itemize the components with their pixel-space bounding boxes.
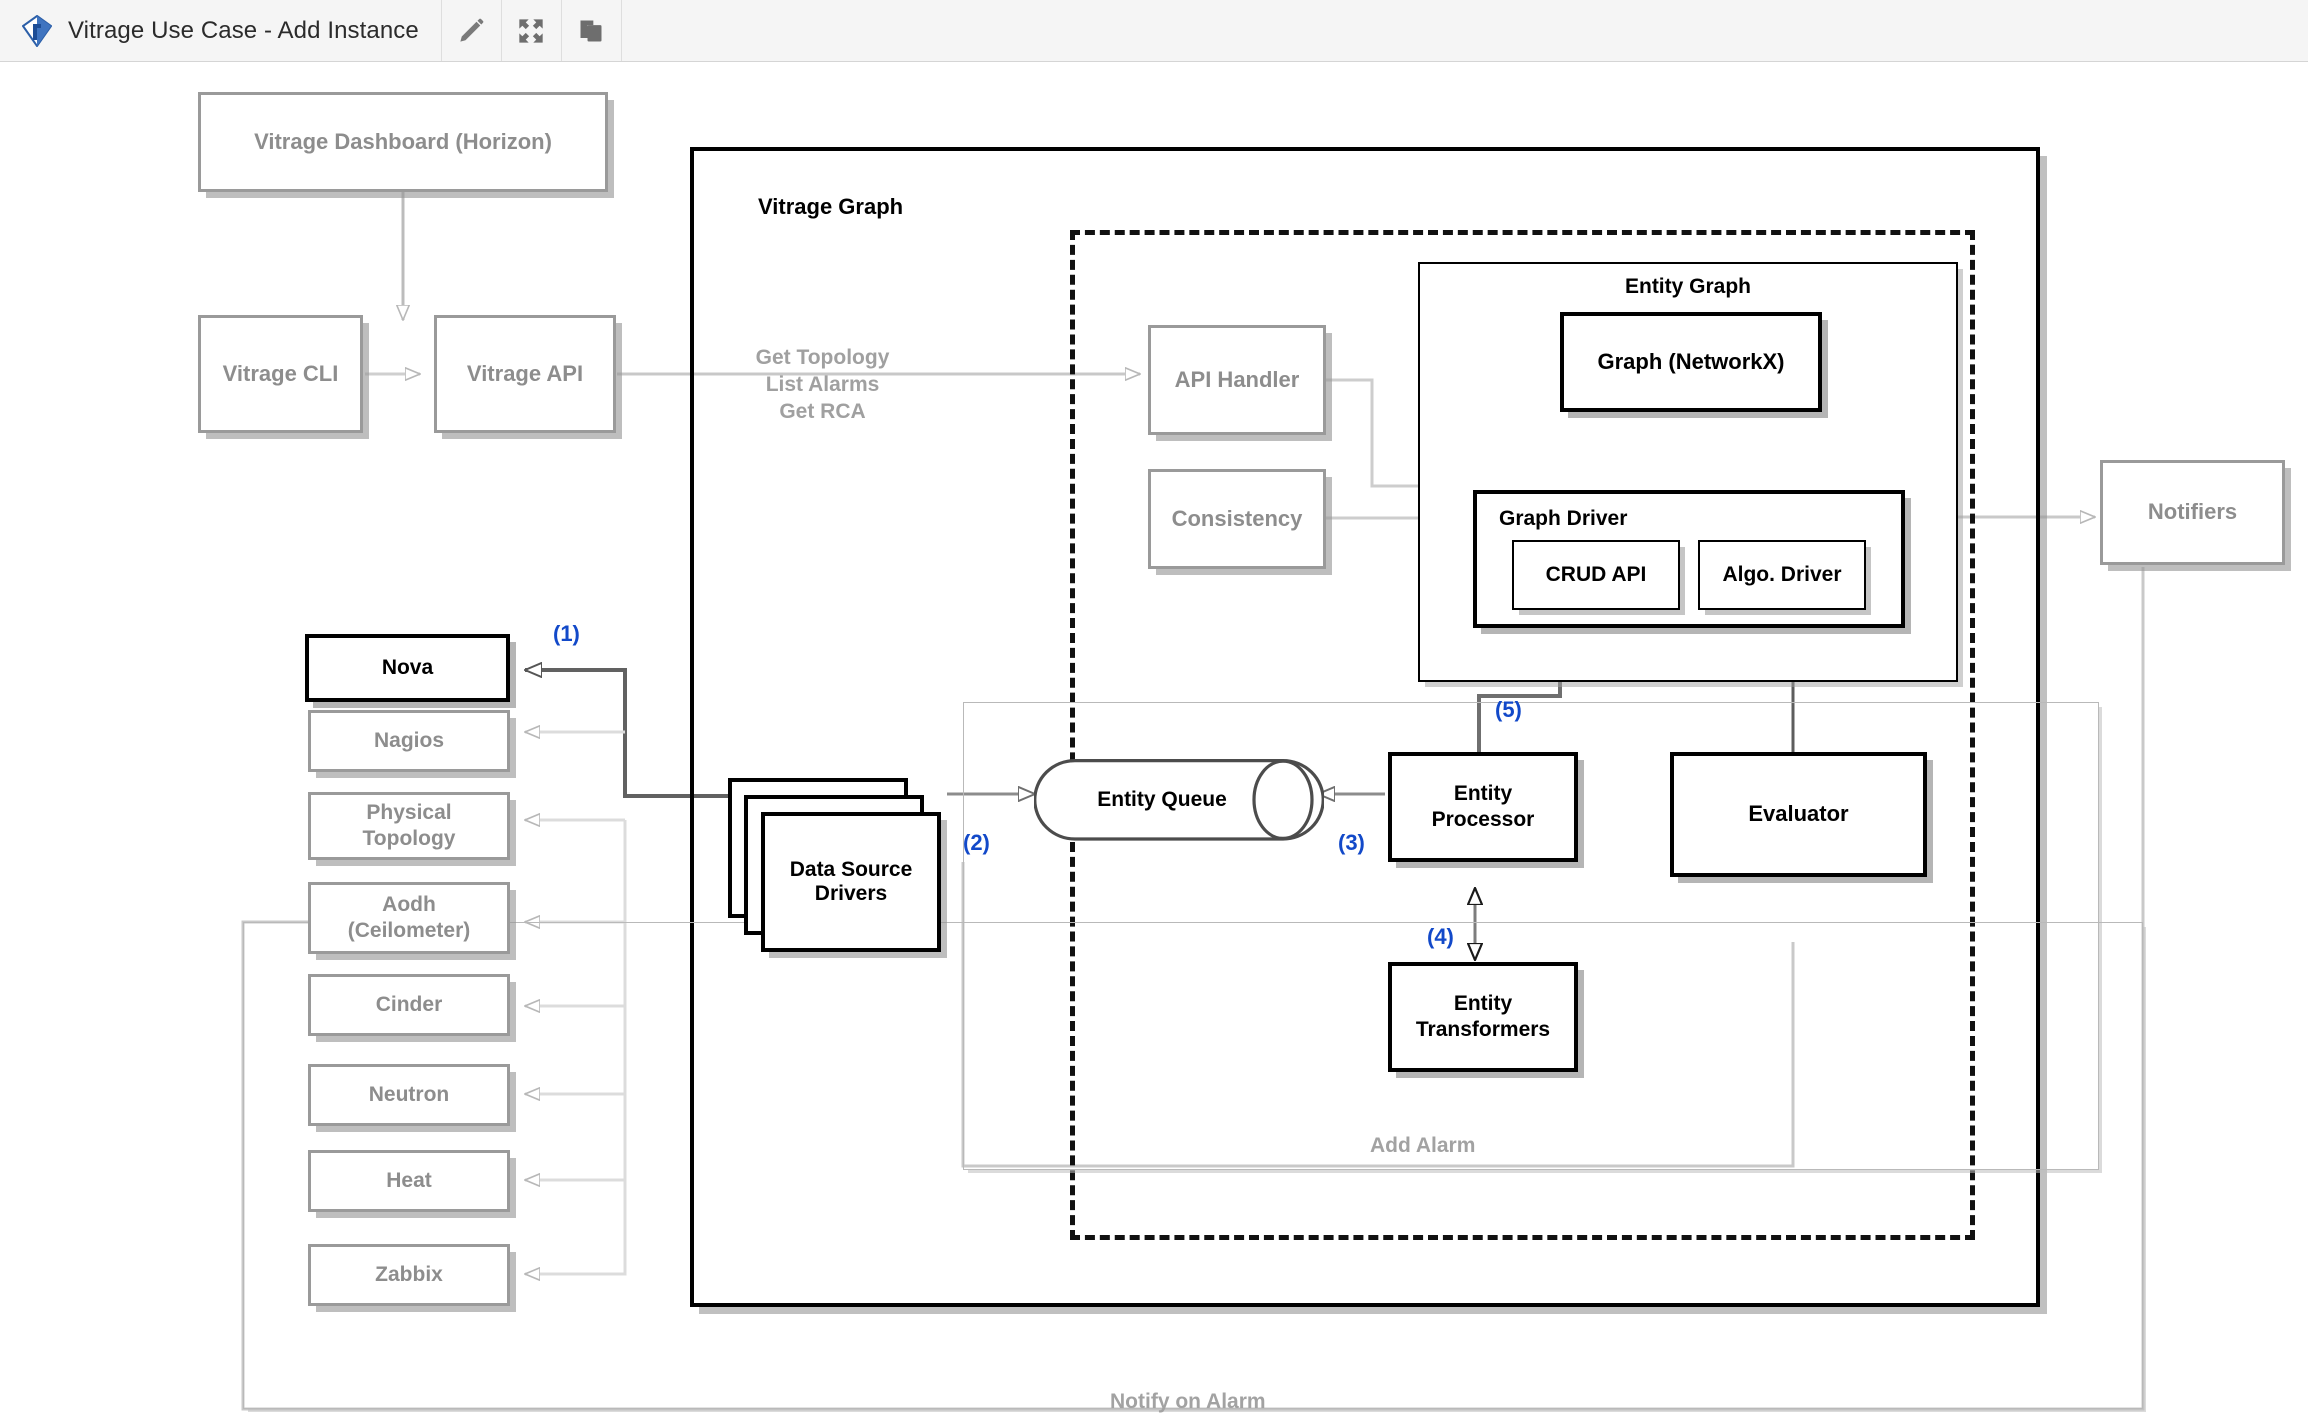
datasource-neutron[interactable]: Neutron — [308, 1064, 510, 1126]
node-label: Zabbix — [375, 1263, 443, 1287]
node-vitrage-api[interactable]: Vitrage API — [434, 315, 616, 433]
node-label: API Handler — [1174, 366, 1300, 392]
document-title-group: Vitrage Use Case - Add Instance — [0, 0, 442, 61]
api-request-label: Get Topology List Alarms Get RCA — [755, 346, 890, 423]
datasource-nova[interactable]: Nova — [305, 634, 510, 702]
node-consistency[interactable]: Consistency — [1148, 469, 1326, 569]
vitrage-graph-label: Vitrage Graph — [758, 194, 904, 219]
node-entity-queue[interactable]: Entity Queue — [1034, 759, 1324, 841]
datasource-aodh[interactable]: Aodh (Ceilometer) — [308, 882, 510, 954]
step-number-3: (3) — [1338, 830, 1365, 855]
node-label: Nova — [381, 656, 434, 680]
node-label: Graph (NetworkX) — [1597, 348, 1785, 374]
edge-datasource-to-aodh — [525, 820, 627, 922]
node-graph-networkx[interactable]: Graph (NetworkX) — [1560, 312, 1822, 412]
fullscreen-button[interactable] — [502, 0, 562, 61]
dashed-processing-region — [1070, 230, 1975, 1240]
cylinder-shape — [1034, 759, 1324, 841]
node-label: Evaluator — [1748, 801, 1849, 827]
node-label: Vitrage Dashboard (Horizon) — [254, 128, 552, 154]
node-entity-transformers[interactable]: Entity Transformers — [1388, 962, 1578, 1072]
step-number-1: (1) — [553, 621, 580, 646]
node-label: Heat — [386, 1169, 432, 1193]
datasource-nagios[interactable]: Nagios — [308, 710, 510, 772]
stack-sheet-front: Data Source Drivers — [761, 812, 941, 952]
edit-button[interactable] — [442, 0, 502, 61]
node-label: Neutron — [368, 1083, 450, 1107]
node-label: Physical Topology — [362, 801, 456, 850]
node-label: Consistency — [1171, 505, 1303, 531]
datasource-cinder[interactable]: Cinder — [308, 974, 510, 1036]
node-label: CRUD API — [1545, 563, 1647, 587]
copy-icon — [577, 17, 605, 45]
datasource-heat[interactable]: Heat — [308, 1150, 510, 1212]
edge-datasource-to-zabbix — [525, 1180, 627, 1274]
step-number-4: (4) — [1427, 924, 1454, 949]
node-label: Aodh (Ceilometer) — [347, 893, 471, 942]
diagram-canvas: Vitrage Graph Add Alarm Notify on Alarm … — [0, 62, 2308, 1413]
node-label: Entity Queue — [1097, 788, 1227, 811]
datasource-zabbix[interactable]: Zabbix — [308, 1244, 510, 1306]
node-label: Notifiers — [2147, 499, 2238, 525]
step-number-2: (2) — [963, 830, 990, 855]
datasource-physical-topology[interactable]: Physical Topology — [308, 792, 510, 860]
node-algo-driver[interactable]: Algo. Driver — [1698, 540, 1866, 610]
node-label: Entity Transformers — [1415, 992, 1551, 1041]
app-toolbar: Vitrage Use Case - Add Instance — [0, 0, 2308, 62]
graph-driver-label: Graph Driver — [1499, 507, 1628, 530]
node-entity-processor[interactable]: Entity Processor — [1388, 752, 1578, 862]
node-evaluator[interactable]: Evaluator — [1670, 752, 1927, 877]
node-label: Cinder — [375, 993, 443, 1017]
node-label: Data Source Drivers — [789, 858, 913, 905]
node-vitrage-cli[interactable]: Vitrage CLI — [198, 315, 363, 433]
node-label: Entity Processor — [1431, 782, 1535, 831]
pencil-icon — [456, 16, 486, 46]
node-api-handler[interactable]: API Handler — [1148, 325, 1326, 435]
node-data-source-drivers[interactable]: Data Source Drivers — [728, 778, 960, 952]
add-alarm-label: Add Alarm — [1370, 1134, 1476, 1157]
node-crud-api[interactable]: CRUD API — [1512, 540, 1680, 610]
vitrage-logo-icon — [21, 14, 53, 48]
edge-apihandler-to-graphdriver — [1323, 378, 1455, 486]
node-label: Vitrage API — [466, 360, 584, 386]
notify-on-alarm-label: Notify on Alarm — [1110, 1390, 1266, 1413]
node-vitrage-dashboard[interactable]: Vitrage Dashboard (Horizon) — [198, 92, 608, 192]
notify-on-alarm-region-frame — [243, 922, 2143, 1409]
node-label: Algo. Driver — [1722, 563, 1842, 587]
fullscreen-icon — [517, 17, 545, 45]
node-label: Nagios — [373, 729, 444, 753]
copy-button[interactable] — [562, 0, 622, 61]
node-label: Vitrage CLI — [222, 360, 339, 386]
node-notifiers[interactable]: Notifiers — [2100, 460, 2285, 565]
add-alarm-region-frame — [963, 702, 2099, 1170]
entity-graph-label: Entity Graph — [1624, 275, 1751, 298]
step-number-5: (5) — [1495, 697, 1522, 722]
page-title: Vitrage Use Case - Add Instance — [68, 16, 419, 44]
vitrage-graph-frame — [690, 147, 2040, 1307]
